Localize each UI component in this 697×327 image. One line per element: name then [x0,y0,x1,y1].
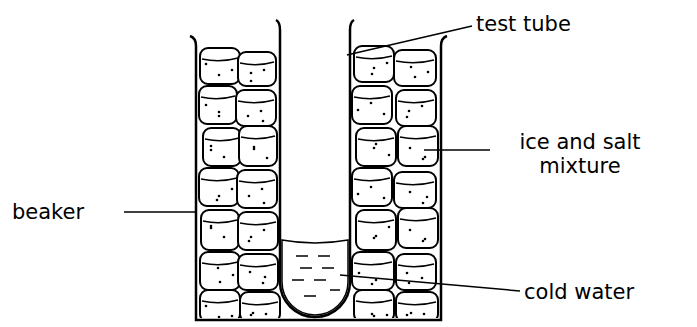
part-label: ice and salt mixture [492,130,668,178]
part-label: beaker [12,200,84,224]
part-label: test tube [476,12,571,36]
water-marks [292,256,340,296]
test-tube-outline [276,20,354,317]
leader-lines [124,26,520,291]
part-label: cold water [524,280,634,304]
cold-water [282,240,348,315]
